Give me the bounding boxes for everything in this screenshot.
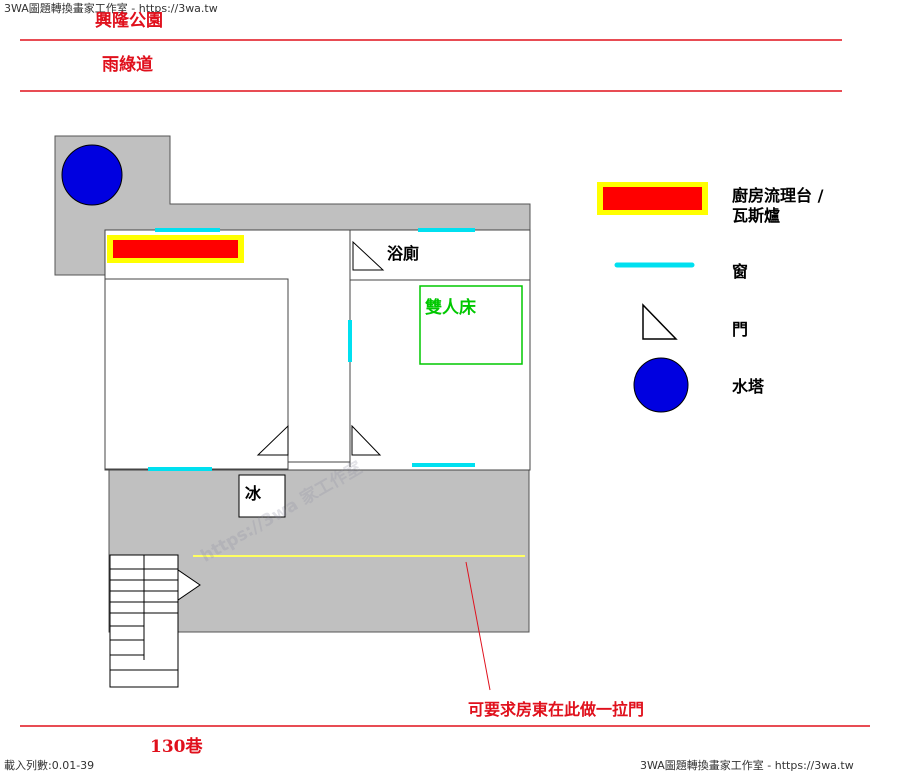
bathroom-door-icon (352, 240, 385, 271)
staircase (109, 554, 179, 688)
double-bed-label: 雙人床 (425, 298, 476, 318)
views-label: 載入列數:0.01-39 (4, 759, 95, 772)
legend-stove-inner (603, 187, 702, 210)
lane-label: 130巷 (150, 737, 203, 757)
bedroom-left-door-icon (256, 424, 289, 456)
legend-window-label: 窗 (732, 262, 749, 281)
greenway-label: 雨綠道 (102, 55, 153, 75)
fridge-label: 冰 (245, 484, 262, 503)
park-label: 興隆公園 (95, 11, 163, 31)
legend-door-icon (642, 303, 678, 340)
legend-stove-label-1: 廚房流理台 / (732, 186, 824, 205)
rooftop-area (54, 135, 531, 276)
sliding-door-note: 可要求房東在此做一拉門 (468, 700, 645, 719)
legend-door-label: 門 (732, 320, 749, 339)
legend-stove-label-2: 瓦斯爐 (732, 206, 781, 225)
kitchen-counter-inner (113, 240, 238, 258)
sliding-door-pointer (465, 561, 491, 691)
double-bed-outline (419, 285, 523, 365)
legend-water-tower-icon (633, 357, 689, 413)
water-tower-icon (61, 144, 123, 206)
watermark-top: 3WA圖題轉換畫家工作室 - https://3wa.tw (4, 2, 218, 15)
front-yard-area (108, 466, 530, 633)
bathroom-label: 浴廁 (387, 244, 420, 263)
fridge-box (238, 474, 286, 518)
bedroom-right-door-icon (351, 424, 382, 456)
bedroom-left (104, 278, 289, 470)
watermark-bottom: 3WA圖題轉換畫家工作室 - https://3wa.tw (640, 759, 854, 772)
legend-water-tower-label: 水塔 (732, 377, 765, 396)
